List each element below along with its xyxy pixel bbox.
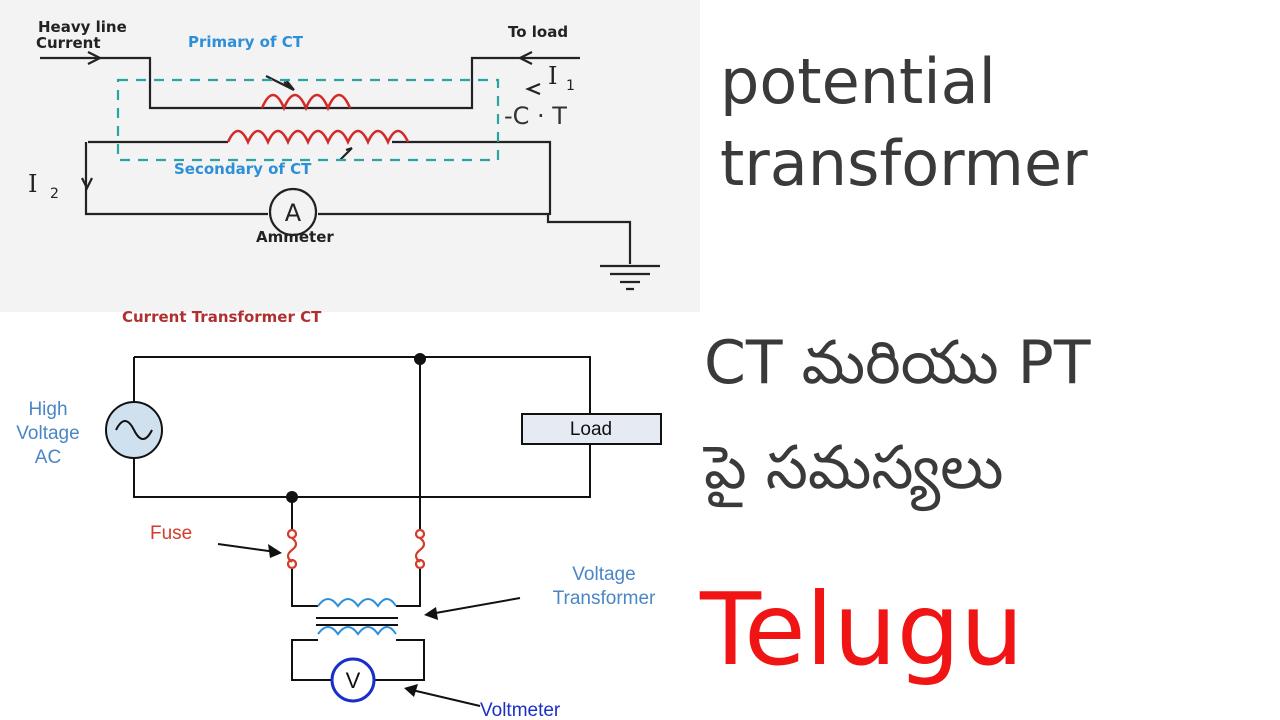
vt-label-1: Voltage (572, 564, 635, 585)
ct-label: -C · T (504, 102, 567, 130)
fuse-pointer (217, 543, 277, 553)
to-load-label: To load (508, 23, 568, 41)
title-potential: potential (720, 45, 996, 118)
title-problems: పై సమస్యలు (704, 433, 1004, 503)
ct-diagram (40, 51, 660, 291)
vt-primary-leads (291, 568, 421, 607)
voltmeter-arrowhead (404, 684, 418, 697)
title-ct-and-pt: CT మరియు PT (704, 328, 1091, 398)
junction-dot-bottom (286, 491, 298, 503)
vt-secondary-right (374, 639, 425, 681)
vt-pointer (429, 597, 521, 615)
ammeter-icon (268, 187, 318, 237)
i2-subscript: 2 (50, 186, 59, 202)
load-label: Load (570, 419, 612, 440)
i2-label: I (28, 170, 37, 198)
fuse-icons (286, 528, 426, 570)
voltmeter-symbol: V (346, 668, 361, 693)
heavy-line-label-2: Current (36, 34, 101, 52)
vt-secondary-coil (317, 626, 397, 636)
ct-diagram-background (0, 0, 700, 312)
secondary-left-wire (84, 142, 268, 216)
pt-diagram (133, 356, 591, 707)
secondary-of-ct-label: Secondary of CT (174, 160, 312, 178)
current-to-load-arrow (517, 51, 533, 65)
primary-conductor (40, 56, 580, 110)
bottom-line (133, 444, 591, 498)
primary-coil (260, 93, 352, 112)
ammeter-label: Ammeter (256, 228, 334, 246)
heavy-line-label-1: Heavy line (38, 18, 127, 36)
fuse-label: Fuse (150, 523, 192, 544)
fuse-arrowhead (268, 544, 282, 558)
source-label-3: AC (35, 447, 61, 468)
vt-arrowhead (424, 607, 438, 620)
junction-dot-top (414, 353, 426, 365)
current-in-arrow (87, 51, 103, 65)
i1-arrow (525, 82, 541, 96)
vt-label-2: Transformer (553, 588, 656, 609)
secondary-coil (226, 129, 410, 146)
voltmeter-icon (330, 657, 376, 703)
i1-label: I (548, 62, 557, 90)
ct-core-dashed-box (116, 78, 500, 162)
ground-icon (600, 264, 660, 291)
vt-primary-coil (317, 598, 397, 608)
source-label-1: High (28, 399, 67, 420)
source-label-2: Voltage (16, 423, 79, 444)
voltmeter-pointer (411, 689, 481, 707)
ground-wire (546, 214, 632, 264)
secondary-pointer (339, 146, 353, 161)
ammeter-symbol: A (285, 199, 302, 227)
load-box (521, 413, 662, 445)
primary-pointer (265, 75, 295, 91)
ct-caption: Current Transformer CT (122, 308, 322, 326)
title-telugu: Telugu (700, 571, 1024, 688)
voltmeter-label: Voltmeter (480, 700, 561, 720)
i1-subscript: 1 (566, 78, 575, 94)
i2-arrow (81, 177, 93, 191)
vt-secondary-left (291, 639, 332, 681)
vt-core (316, 617, 398, 626)
sine-wave-icon (115, 420, 153, 440)
top-line (134, 356, 591, 414)
title-transformer: transformer (720, 127, 1088, 200)
secondary-lead-right (392, 140, 552, 215)
primary-of-ct-label: Primary of CT (188, 33, 304, 51)
